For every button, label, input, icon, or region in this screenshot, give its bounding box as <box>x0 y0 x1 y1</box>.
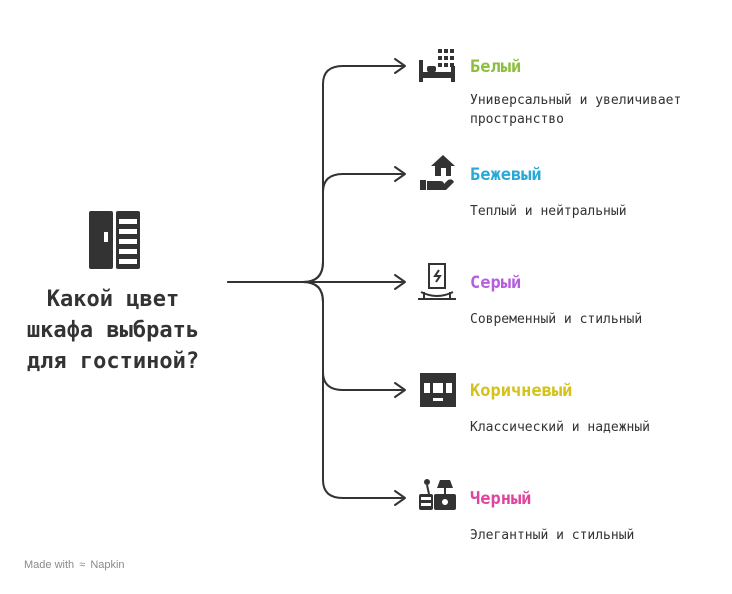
furniture-set-icon <box>419 479 456 510</box>
arrowhead <box>394 490 406 506</box>
cabinet-icon <box>420 373 456 407</box>
option-title-gray: Серый <box>470 273 522 293</box>
napkin-logo-icon: ≈ <box>79 559 86 571</box>
house-hand-icon <box>420 155 455 190</box>
arrowhead <box>394 58 406 74</box>
option-title-black: Черный <box>470 489 532 509</box>
branch-line <box>302 281 403 499</box>
option-desc-black: Элегантный и стильный <box>470 528 635 543</box>
footer-prefix: Made with <box>24 559 75 571</box>
wardrobe-main-icon <box>89 211 140 269</box>
option-desc-beige: Теплый и нейтральный <box>470 204 627 219</box>
arrowhead <box>394 166 406 182</box>
branch-line <box>302 173 403 283</box>
option-desc-white: Универсальный и увеличивает пространство <box>470 93 682 127</box>
arrowhead <box>394 274 406 290</box>
option-title-brown: Коричневый <box>470 381 573 401</box>
option-desc-brown: Классический и надежный <box>470 420 651 435</box>
option-title-beige: Бежевый <box>470 165 542 185</box>
footer-credit: Made with ≈ Napkin <box>24 559 125 571</box>
option-desc-gray: Современный и стильный <box>470 312 643 327</box>
central-question: Какой цвет шкафа выбрать для гостиной? <box>26 287 200 374</box>
bed-icon <box>419 49 455 82</box>
branch-line <box>302 281 403 391</box>
connector-lines <box>227 65 403 499</box>
option-title-white: Белый <box>470 57 522 77</box>
footer-brand: Napkin <box>90 559 125 571</box>
arrowhead <box>394 382 406 398</box>
wardrobe-icon <box>418 263 456 300</box>
arrowheads <box>394 58 406 506</box>
